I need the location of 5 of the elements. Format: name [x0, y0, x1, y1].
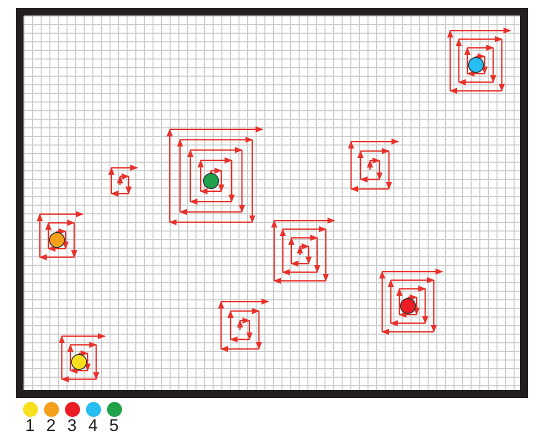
legend-label: 3 [66, 417, 78, 435]
legend-label: 4 [87, 417, 99, 435]
legend-label: 1 [24, 417, 36, 435]
legend-label: 5 [108, 417, 120, 435]
legend-label: 2 [45, 417, 57, 435]
